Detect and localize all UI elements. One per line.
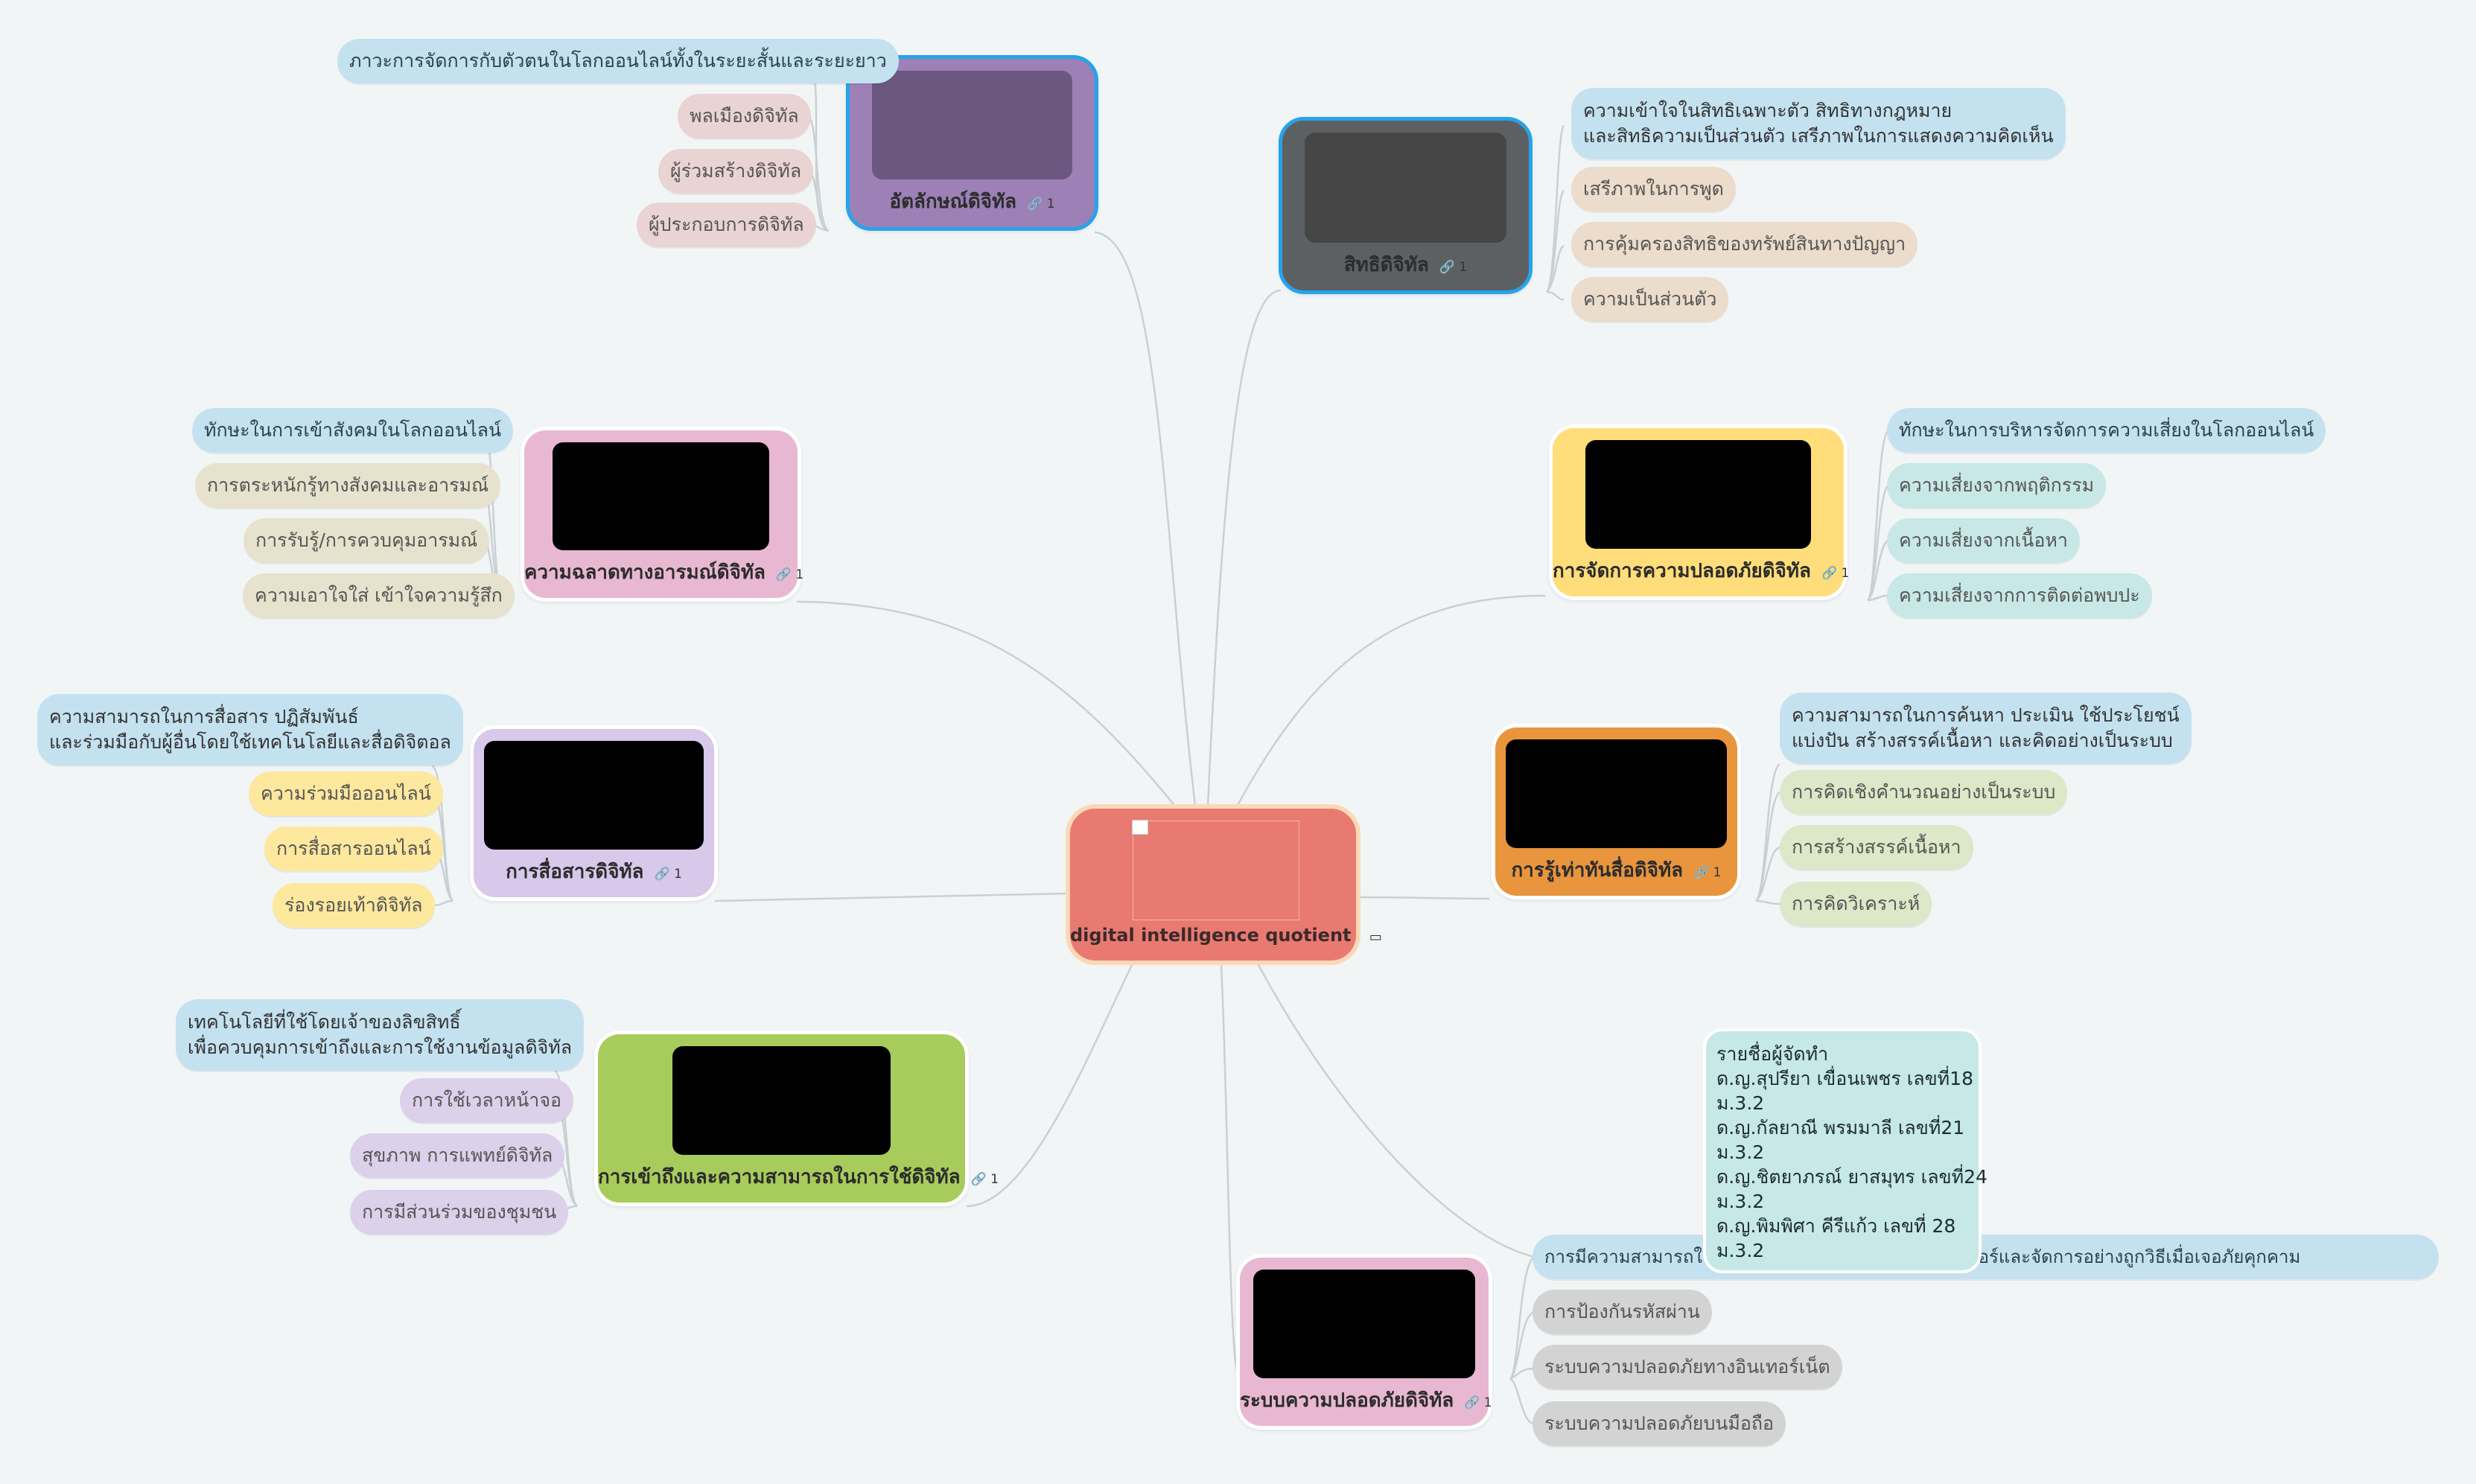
note-line: ม.3.2 xyxy=(1716,1141,1765,1163)
link-icon[interactable]: 🔗 1 xyxy=(654,867,682,882)
topic-label: สิทธิดิจิทัล xyxy=(1343,254,1429,276)
center-image-placeholder xyxy=(1132,820,1299,920)
leaf-literacy-1[interactable]: ความสามารถในการค้นหา ประเมิน ใช้ประโยชน์… xyxy=(1780,692,2192,764)
topic-image xyxy=(484,741,704,850)
leaf-rights-2[interactable]: เสรีภาพในการพูด xyxy=(1571,167,1736,211)
topic-image xyxy=(1585,440,1811,549)
leaf-security-1[interactable]: การมีความสามารถในการตรวจจับภัยคุกคามในโล… xyxy=(1533,1235,2439,1279)
topic-image xyxy=(1506,739,1727,848)
topic-label: ระบบความปลอดภัยดิจิทัล xyxy=(1240,1389,1454,1412)
topic-rights[interactable]: สิทธิดิจิทัล 🔗 1 xyxy=(1279,117,1533,294)
leaf-communication-3[interactable]: การสื่อสารออนไลน์ xyxy=(264,827,443,871)
link-icon[interactable]: 🔗 1 xyxy=(1027,197,1055,211)
center-topic-title: digital intelligence quotient xyxy=(1070,925,1352,946)
leaf-identity-3[interactable]: ผู้ร่วมสร้างดิจิทัล xyxy=(658,149,814,194)
floating-note-authors[interactable]: รายชื่อผู้จัดทำ ด.ญ.สุปรียา เขื่อนเพชร เ… xyxy=(1703,1028,1988,1273)
link-icon[interactable]: 🔗 1 xyxy=(1821,566,1850,581)
link-icon[interactable]: 🔗 1 xyxy=(1439,260,1468,275)
leaf-line: และสิทธิความเป็นส่วนตัว เสรีภาพในการแสดง… xyxy=(1583,125,2054,147)
leaf-access-2[interactable]: การใช้เวลาหน้าจอ xyxy=(400,1078,573,1123)
leaf-identity-4[interactable]: ผู้ประกอบการดิจิทัล xyxy=(637,203,816,247)
broken-image-icon xyxy=(1132,820,1148,835)
leaf-security-3[interactable]: ระบบความปลอดภัยทางอินเทอร์เน็ต xyxy=(1533,1345,1842,1389)
topic-security-system[interactable]: ระบบความปลอดภัยดิจิทัล 🔗 1 xyxy=(1236,1254,1492,1430)
leaf-safety-3[interactable]: ความเสี่ยงจากเนื้อหา xyxy=(1887,518,2080,563)
topic-label: การรู้เท่าทันสื่อดิจิทัล xyxy=(1511,859,1684,882)
note-line: ด.ญ.สุปรียา เขื่อนเพชร เลขที่18 xyxy=(1716,1068,1973,1089)
leaf-access-1[interactable]: เทคโนโลยีที่ใช้โดยเจ้าของลิขสิทธิ์ เพื่อ… xyxy=(176,999,585,1071)
leaf-line: ความสามารถในการค้นหา ประเมิน ใช้ประโยชน์ xyxy=(1792,704,2180,726)
leaf-line: แบ่งปัน สร้างสรรค์เนื้อหา และคิดอย่างเป็… xyxy=(1792,730,2173,751)
leaf-rights-4[interactable]: ความเป็นส่วนตัว xyxy=(1571,277,1729,322)
topic-label: การเข้าถึงและความสามารถในการใช้ดิจิทัล xyxy=(598,1166,961,1188)
topic-communication[interactable]: การสื่อสารดิจิทัล 🔗 1 xyxy=(470,725,718,901)
link-icon[interactable]: 🔗 1 xyxy=(1693,865,1722,880)
link-count: 1 xyxy=(674,867,682,882)
leaf-literacy-4[interactable]: การคิดวิเคราะห์ xyxy=(1780,882,1932,926)
note-line: รายชื่อผู้จัดทำ xyxy=(1716,1043,1829,1065)
topic-label: การสื่อสารดิจิทัล xyxy=(506,861,644,883)
link-count: 1 xyxy=(1046,197,1055,211)
topic-image xyxy=(1305,133,1506,243)
note-line: ด.ญ.ชิตยาภรณ์ ยาสมุทร เลขที่24 xyxy=(1716,1166,1988,1188)
link-icon[interactable]: 🔗 1 xyxy=(1464,1395,1492,1410)
center-topic[interactable]: digital intelligence quotient ▭ xyxy=(1066,804,1382,965)
leaf-identity-1[interactable]: ภาวะการจัดการกับตัวตนในโลกออนไลน์ทั้งในร… xyxy=(337,39,899,83)
leaf-safety-1[interactable]: ทักษะในการบริหารจัดการความเสี่ยงในโลกออน… xyxy=(1887,408,2326,453)
link-count: 1 xyxy=(1841,566,1850,581)
note-line: ม.3.2 xyxy=(1716,1191,1765,1212)
leaf-literacy-2[interactable]: การคิดเชิงคำนวณอย่างเป็นระบบ xyxy=(1780,770,2068,815)
note-icon[interactable]: ▭ xyxy=(1369,929,1382,945)
leaf-rights-1[interactable]: ความเข้าใจในสิทธิเฉพาะตัว สิทธิทางกฎหมาย… xyxy=(1571,88,2066,159)
leaf-line: ความเข้าใจในสิทธิเฉพาะตัว สิทธิทางกฎหมาย xyxy=(1583,100,1953,121)
link-count: 1 xyxy=(795,567,804,582)
leaf-safety-4[interactable]: ความเสี่ยงจากการติดต่อพบปะ xyxy=(1887,573,2152,618)
leaf-communication-2[interactable]: ความร่วมมือออนไลน์ xyxy=(249,771,443,816)
leaf-security-2[interactable]: การป้องกันรหัสผ่าน xyxy=(1533,1290,1712,1334)
leaf-line: และร่วมมือกับผู้อื่นโดยใช้เทคโนโลยีและสื… xyxy=(49,731,451,753)
leaf-safety-2[interactable]: ความเสี่ยงจากพฤติกรรม xyxy=(1887,463,2107,508)
topic-image xyxy=(1253,1270,1475,1378)
note-line: ด.ญ.กัลยาณี พรมมาลี เลขที่21 xyxy=(1716,1117,1965,1139)
topic-media-literacy[interactable]: การรู้เท่าทันสื่อดิจิทัล 🔗 1 xyxy=(1492,724,1741,899)
leaf-emotion-1[interactable]: ทักษะในการเข้าสังคมในโลกออนไลน์ xyxy=(192,408,514,453)
leaf-emotion-3[interactable]: การรับรู้/การควบคุมอารมณ์ xyxy=(244,518,490,563)
topic-emotion[interactable]: ความฉลาดทางอารมณ์ดิจิทัล 🔗 1 xyxy=(521,427,804,602)
topic-safety-management[interactable]: การจัดการความปลอดภัยดิจิทัล 🔗 1 xyxy=(1549,424,1850,600)
note-line: ม.3.2 xyxy=(1716,1240,1765,1261)
leaf-line: เพื่อควบคุมการเข้าถึงและการใช้งานข้อมูลด… xyxy=(188,1036,573,1058)
note-line: ด.ญ.พิมพิศา คีรีแก้ว เลขที่ 28 xyxy=(1716,1215,1956,1237)
topic-image xyxy=(672,1046,891,1155)
link-count: 1 xyxy=(1713,865,1722,880)
leaf-line: ความสามารถในการสื่อสาร ปฏิสัมพันธ์ xyxy=(49,706,359,727)
leaf-communication-4[interactable]: ร่องรอยเท้าดิจิทัล xyxy=(273,883,435,928)
topic-image xyxy=(872,71,1072,179)
topic-access[interactable]: การเข้าถึงและความสามารถในการใช้ดิจิทัล 🔗 … xyxy=(594,1031,999,1206)
link-count: 1 xyxy=(1483,1395,1492,1410)
leaf-rights-3[interactable]: การคุ้มครองสิทธิของทรัพย์สินทางปัญญา xyxy=(1571,222,1918,267)
topic-identity[interactable]: อัตลักษณ์ดิจิทัล 🔗 1 xyxy=(846,55,1098,231)
topic-label: ความฉลาดทางอารมณ์ดิจิทัล xyxy=(524,561,766,584)
leaf-emotion-2[interactable]: การตระหนักรู้ทางสังคมและอารมณ์ xyxy=(195,463,501,508)
leaf-access-3[interactable]: สุขภาพ การแพทย์ดิจิทัล xyxy=(350,1133,565,1178)
note-line: ม.3.2 xyxy=(1716,1092,1765,1114)
leaf-line: เทคโนโลยีที่ใช้โดยเจ้าของลิขสิทธิ์ xyxy=(188,1011,461,1033)
leaf-identity-2[interactable]: พลเมืองดิจิทัล xyxy=(678,94,811,138)
topic-label: อัตลักษณ์ดิจิทัล xyxy=(889,191,1017,213)
leaf-emotion-4[interactable]: ความเอาใจใส่ เข้าใจความรู้สึก xyxy=(243,573,515,618)
link-icon[interactable]: 🔗 1 xyxy=(970,1172,999,1187)
leaf-communication-1[interactable]: ความสามารถในการสื่อสาร ปฏิสัมพันธ์ และร่… xyxy=(37,694,463,765)
link-count: 1 xyxy=(990,1172,999,1187)
leaf-literacy-3[interactable]: การสร้างสรรค์เนื้อหา xyxy=(1780,825,1973,870)
leaf-security-4[interactable]: ระบบความปลอดภัยบนมือถือ xyxy=(1533,1401,1786,1446)
leaf-access-4[interactable]: การมีส่วนร่วมของชุมชน xyxy=(350,1190,569,1235)
link-count: 1 xyxy=(1459,260,1468,275)
topic-image xyxy=(553,442,769,550)
link-icon[interactable]: 🔗 1 xyxy=(775,567,804,582)
topic-label: การจัดการความปลอดภัยดิจิทัล xyxy=(1553,560,1811,582)
